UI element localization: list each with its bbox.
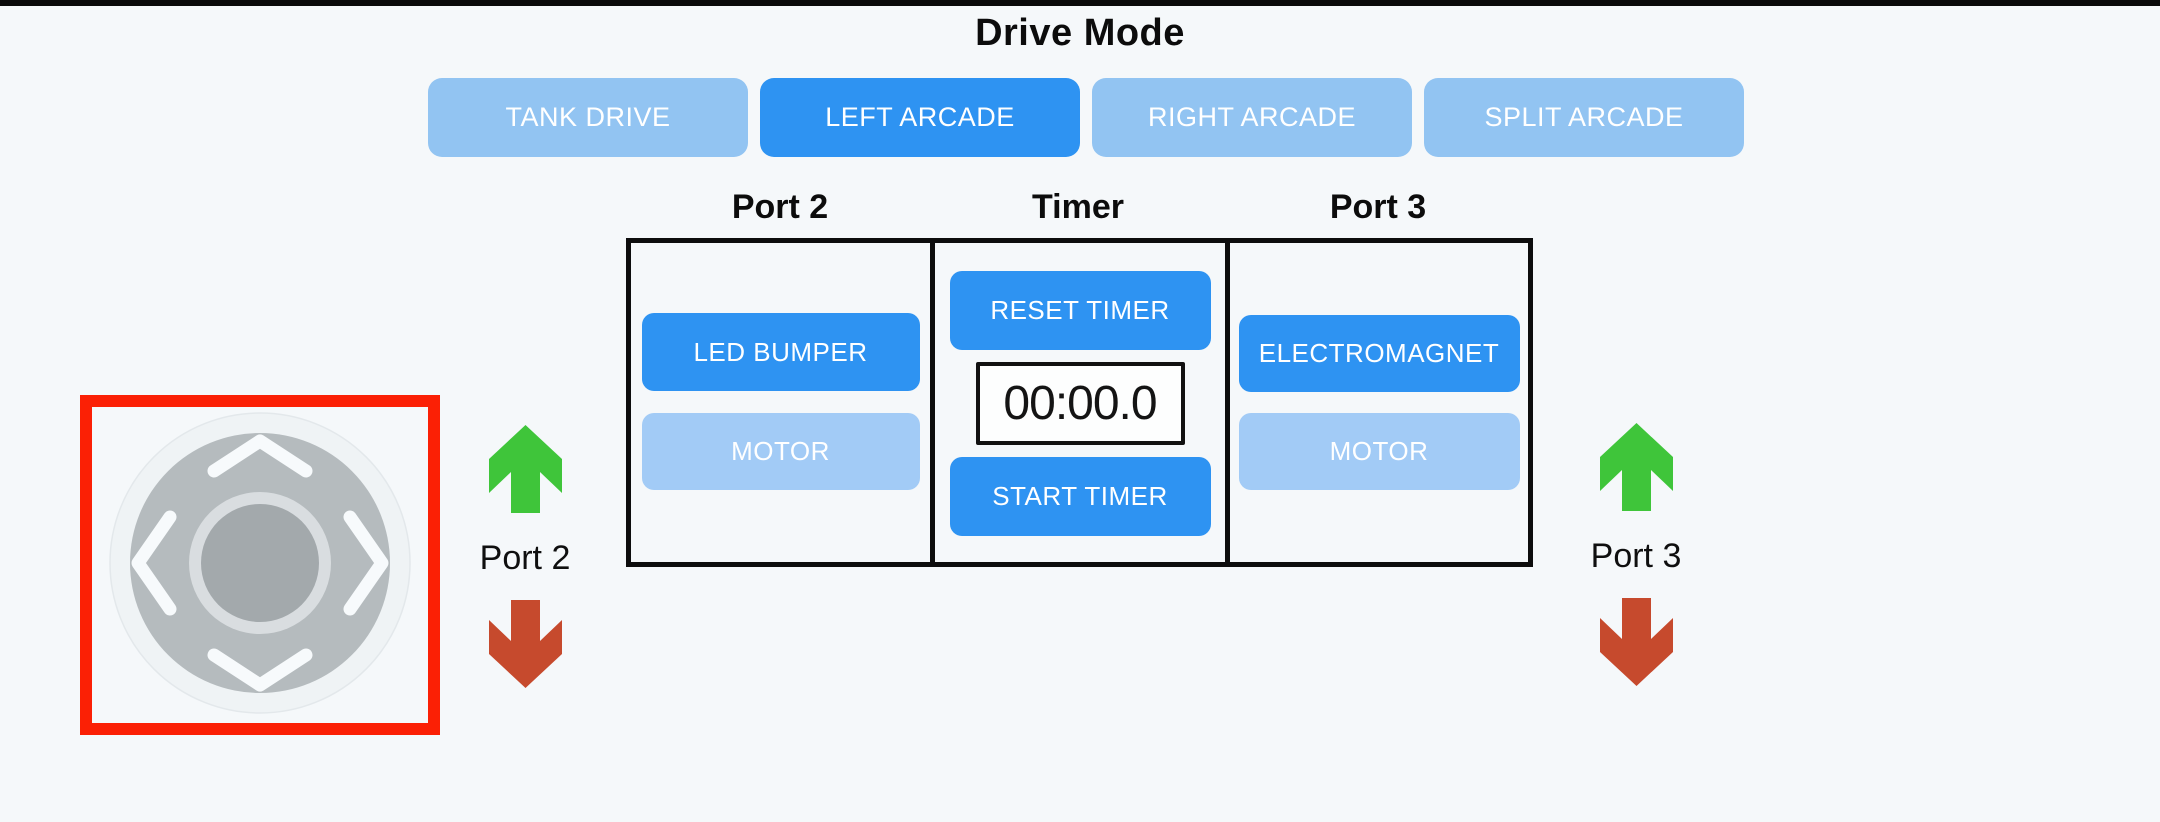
joystick-down-chevron-icon (207, 648, 313, 692)
port2-motor-button[interactable]: MOTOR (641, 413, 920, 490)
timer-column-header: Timer (1032, 188, 1124, 226)
top-border-bar (0, 0, 2160, 6)
electromagnet-button[interactable]: ELECTROMAGNET (1238, 315, 1520, 392)
port2-direction-indicator: Port 2 (445, 425, 605, 688)
port2-up-arrow-icon (488, 425, 562, 513)
port3-up-arrow-icon (1599, 423, 1673, 511)
port2-down-arrow-icon (488, 600, 562, 688)
timer-column: RESET TIMER 00:00.0 START TIMER (935, 243, 1230, 562)
port3-motor-button[interactable]: MOTOR (1238, 413, 1520, 490)
right-arcade-button[interactable]: RIGHT ARCADE (1092, 78, 1412, 157)
drive-mode-title: Drive Mode (975, 12, 1185, 54)
port2-column-header: Port 2 (731, 188, 829, 226)
drive-mode-selector: TANK DRIVE LEFT ARCADE RIGHT ARCADE SPLI… (428, 78, 1744, 157)
joystick-left-chevron-icon (131, 510, 177, 616)
start-timer-button[interactable]: START TIMER (949, 457, 1211, 536)
tank-drive-button[interactable]: TANK DRIVE (428, 78, 748, 157)
joystick-right-chevron-icon (343, 510, 389, 616)
joystick-up-chevron-icon (207, 434, 313, 478)
port2-indicator-label: Port 2 (479, 539, 571, 577)
joystick-highlight-box (80, 395, 440, 735)
led-bumper-button[interactable]: LED BUMPER (641, 313, 920, 391)
port3-column-header: Port 3 (1329, 188, 1427, 226)
joystick[interactable] (92, 407, 428, 723)
split-arcade-button[interactable]: SPLIT ARCADE (1424, 78, 1744, 157)
port3-column: ELECTROMAGNET MOTOR (1230, 243, 1528, 562)
port3-indicator-label: Port 3 (1590, 537, 1682, 575)
port3-direction-indicator: Port 3 (1556, 423, 1716, 686)
control-panel: LED BUMPER MOTOR RESET TIMER 00:00.0 STA… (626, 238, 1533, 567)
timer-display: 00:00.0 (975, 362, 1185, 445)
reset-timer-button[interactable]: RESET TIMER (949, 271, 1211, 350)
joystick-knob[interactable] (201, 504, 319, 622)
port2-column: LED BUMPER MOTOR (631, 243, 935, 562)
left-arcade-button[interactable]: LEFT ARCADE (760, 78, 1080, 157)
port3-down-arrow-icon (1599, 598, 1673, 686)
